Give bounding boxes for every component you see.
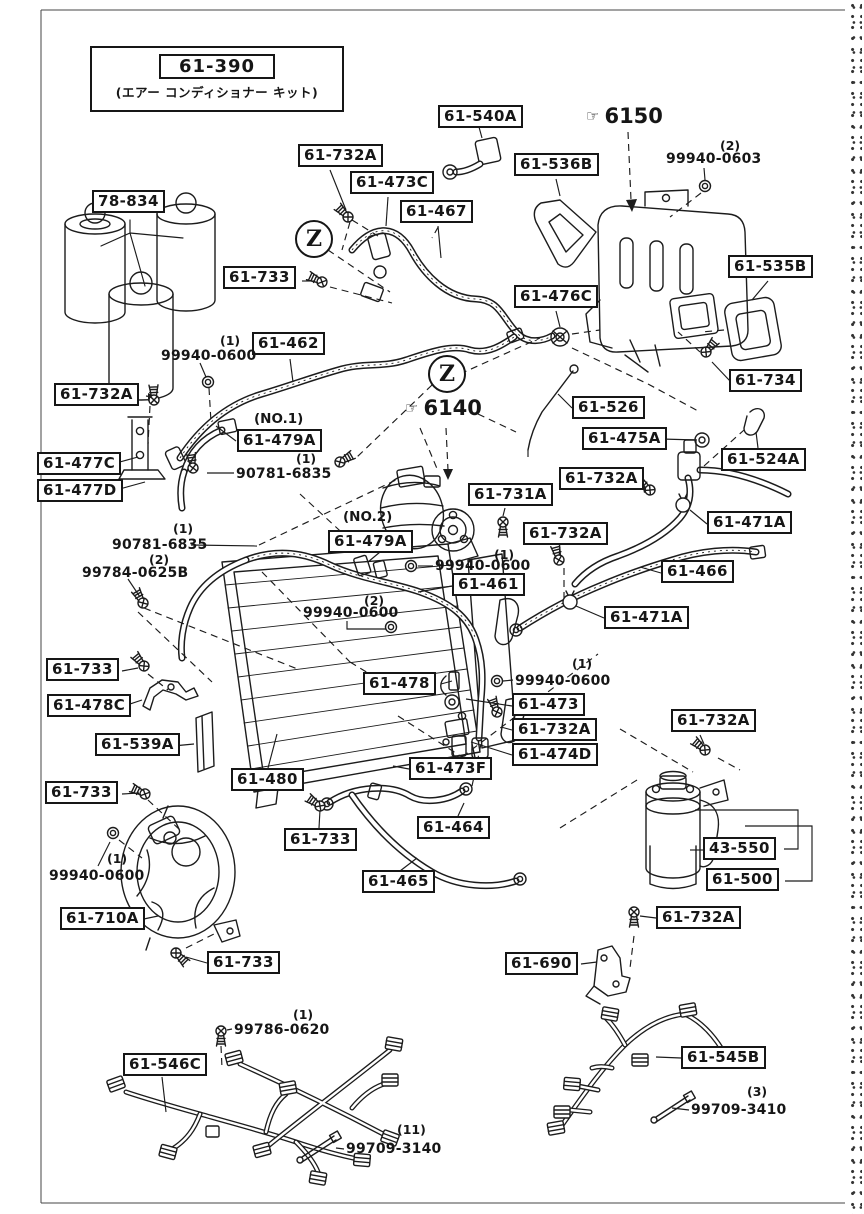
part-label-61-461: 61-461: [452, 573, 525, 596]
part-label-43-550: 43-550: [703, 837, 776, 860]
part-label-61-732a: 61-732A: [298, 144, 383, 167]
part-label-61-710a: 61-710A: [60, 907, 145, 930]
ref-marker-label: 6150: [604, 104, 663, 128]
part-label-78-834: 78-834: [92, 190, 165, 213]
part-number-99940-0600: 99940-0600: [435, 558, 531, 574]
quantity-note-1: (1): [293, 1007, 314, 1022]
quantity-note-3: (3): [747, 1084, 768, 1099]
part-label-61-732a: 61-732A: [559, 467, 644, 490]
ref-marker-6150: ☞6150: [586, 104, 663, 128]
part-label-61-731a: 61-731A: [468, 483, 553, 506]
part-label-61-732a: 61-732A: [512, 718, 597, 741]
position-note-no-2: (NO.2): [343, 509, 393, 525]
part-number-99940-0603: 99940-0603: [666, 151, 762, 167]
part-number-99940-0600: 99940-0600: [303, 605, 399, 621]
part-label-61-546c: 61-546C: [123, 1053, 208, 1076]
part-label-61-732a: 61-732A: [523, 522, 608, 545]
part-label-61-462: 61-462: [252, 332, 325, 355]
part-label-61-479a: 61-479A: [237, 429, 322, 452]
part-label-61-464: 61-464: [417, 816, 490, 839]
quantity-note-11: (11): [397, 1122, 426, 1137]
part-label-61-475a: 61-475A: [582, 427, 667, 450]
part-number-99940-0600: 99940-0600: [515, 673, 611, 689]
part-label-61-477d: 61-477D: [37, 479, 123, 502]
position-note-no-1: (NO.1): [254, 411, 304, 427]
quantity-note-1: (1): [572, 656, 593, 671]
part-label-61-524a: 61-524A: [721, 448, 806, 471]
part-label-61-732a: 61-732A: [54, 383, 139, 406]
part-label-61-539a: 61-539A: [95, 733, 180, 756]
quantity-note-1: (1): [107, 851, 128, 866]
part-label-61-478: 61-478: [363, 672, 436, 695]
part-number-99784-0625b: 99784-0625B: [82, 565, 189, 581]
part-label-61-473c: 61-473C: [350, 171, 435, 194]
pointing-hand-icon: ☞: [405, 399, 419, 417]
part-number-99709-3410: 99709-3410: [691, 1102, 787, 1118]
part-label-61-478c: 61-478C: [47, 694, 132, 717]
zone-marker-z-2: Z: [428, 355, 466, 393]
part-label-61-466: 61-466: [661, 560, 734, 583]
quantity-note-1: (1): [173, 521, 194, 536]
ref-marker-6140: ☞6140: [405, 396, 482, 420]
zone-marker-z-1: Z: [295, 220, 333, 258]
part-label-61-477c: 61-477C: [37, 452, 122, 475]
quantity-note-1: (1): [296, 451, 317, 466]
part-label-61-734: 61-734: [729, 369, 802, 392]
quantity-note-2: (2): [720, 138, 741, 153]
part-label-61-733: 61-733: [284, 828, 357, 851]
part-label-61-540a: 61-540A: [438, 105, 523, 128]
ref-marker-label: 6140: [423, 396, 482, 420]
part-label-61-733: 61-733: [45, 781, 118, 804]
pointing-hand-icon: ☞: [586, 107, 600, 125]
part-label-61-733: 61-733: [46, 658, 119, 681]
part-label-61-471a: 61-471A: [604, 606, 689, 629]
part-label-61-545b: 61-545B: [681, 1046, 766, 1069]
part-number-99786-0620: 99786-0620: [234, 1022, 330, 1038]
part-label-61-732a: 61-732A: [671, 709, 756, 732]
part-number-90781-6835: 90781-6835: [112, 537, 208, 553]
part-label-61-733: 61-733: [207, 951, 280, 974]
part-label-61-479a: 61-479A: [328, 530, 413, 553]
part-number-99940-0600: 99940-0600: [49, 868, 145, 884]
kit-part-number: 61-390: [158, 54, 276, 79]
part-label-61-473f: 61-473F: [409, 757, 493, 780]
part-label-61-467: 61-467: [400, 200, 473, 223]
quantity-note-2: (2): [364, 593, 385, 608]
quantity-note-2: (2): [149, 552, 170, 567]
part-label-61-465: 61-465: [362, 870, 435, 893]
part-label-61-536b: 61-536B: [514, 153, 599, 176]
quantity-note-1: (1): [494, 547, 515, 562]
part-label-61-732a: 61-732A: [656, 906, 741, 929]
quantity-note-1: (1): [220, 333, 241, 348]
part-number-99709-3140: 99709-3140: [346, 1141, 442, 1157]
part-label-61-473: 61-473: [512, 693, 585, 716]
part-label-61-535b: 61-535B: [728, 255, 813, 278]
part-label-61-500: 61-500: [706, 868, 779, 891]
part-label-61-471a: 61-471A: [707, 511, 792, 534]
part-number-90781-6835: 90781-6835: [236, 466, 332, 482]
kit-title-block: 61-390 (エアー コンディショナー キット): [90, 46, 344, 112]
part-label-61-474d: 61-474D: [512, 743, 598, 766]
kit-subtitle: (エアー コンディショナー キット): [115, 85, 319, 100]
part-label-61-690: 61-690: [505, 952, 578, 975]
part-label-61-733: 61-733: [223, 266, 296, 289]
part-label-61-480: 61-480: [231, 768, 304, 791]
page-binding-edge: [849, 0, 862, 1214]
part-label-61-526: 61-526: [572, 396, 645, 419]
part-number-99940-0600: 99940-0600: [161, 348, 257, 364]
part-label-61-476c: 61-476C: [514, 285, 599, 308]
